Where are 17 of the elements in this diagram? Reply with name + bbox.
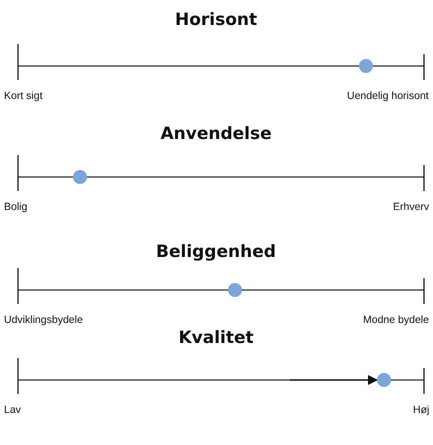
scale-end-label: Uendelig horisont — [347, 90, 429, 102]
scale-heading: Anvendelse — [160, 124, 272, 144]
scale-heading: Horisont — [175, 10, 258, 30]
scale-end-label: Høj — [413, 404, 430, 416]
scale-end-label: Bolig — [4, 201, 28, 213]
position-marker — [228, 283, 242, 297]
scale-end-label: Lav — [4, 404, 21, 416]
scale-heading: Beliggenhed — [156, 242, 276, 262]
scale-end-label: Modne bydele — [363, 314, 429, 326]
position-marker — [73, 170, 87, 184]
scale-end-label: Kort sigt — [4, 90, 43, 102]
scale-heading: Kvalitet — [178, 328, 254, 348]
scale-end-label: Erhverv — [393, 201, 430, 213]
scale-end-label: Udviklingsbydele — [4, 314, 83, 326]
arrow — [290, 375, 378, 385]
position-marker — [359, 59, 373, 73]
position-marker — [377, 373, 391, 387]
